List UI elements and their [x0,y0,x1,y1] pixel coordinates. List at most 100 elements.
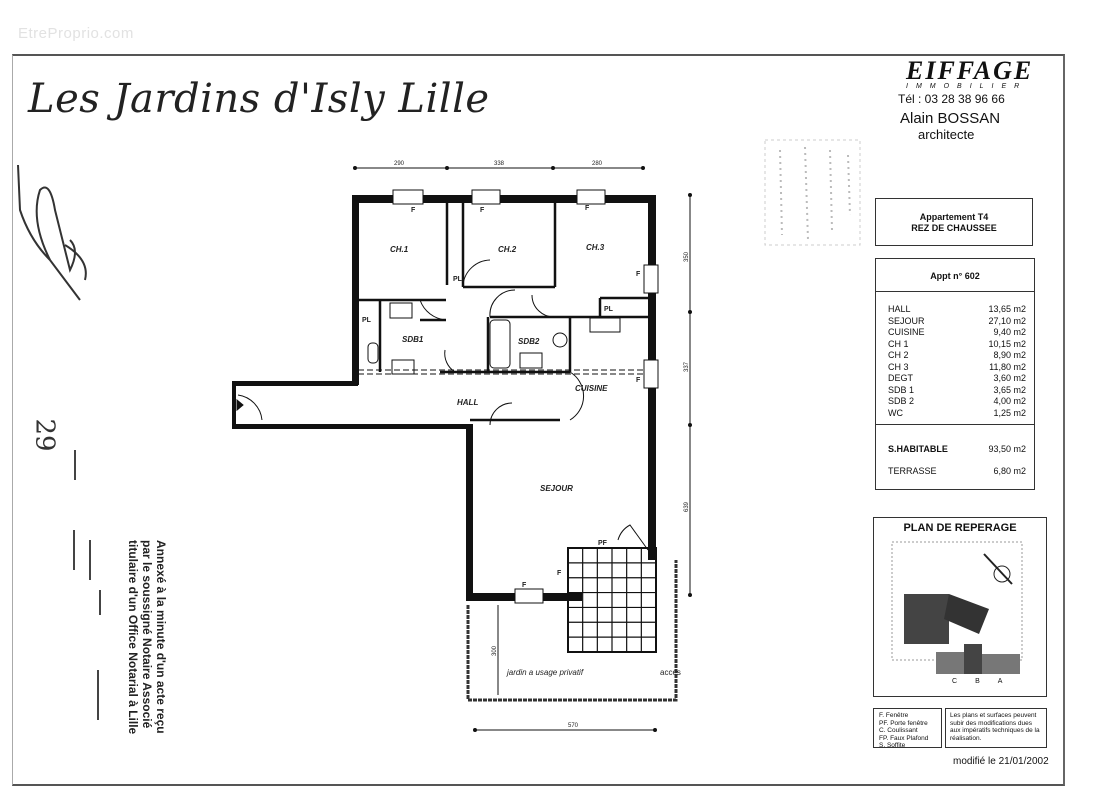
living-area-value: 93,50 m2 [988,444,1026,454]
brand-subtitle: IMMOBILIER [906,83,1028,90]
room-label-sdb2: SDB2 [518,337,540,346]
room-area-row: SEJOUR 27,10 m2 [876,316,1034,328]
room-name: SDB 1 [888,384,915,395]
f-mark: F [557,570,562,577]
room-label-ch2: CH.2 [498,245,517,254]
dimension-label: 350 [684,251,690,262]
site-plan-box: PLAN DE REPERAGE CBA [873,517,1047,697]
doors-fixtures [236,189,659,604]
room-area-row: DEGT 3,60 m2 [876,373,1034,385]
room-area: 27,10 m2 [988,315,1026,326]
wall-top [352,195,656,203]
site-plan-title: PLAN DE REPERAGE [903,522,1017,534]
pl-mark: PL [362,317,372,324]
room-area: 9,40 m2 [993,327,1026,337]
disclaimer-box: Les plans et surfaces peuvent subir des … [945,708,1047,748]
building-label: B [975,678,998,685]
room-label-sdb1: SDB1 [402,335,424,344]
room-label-ch1: CH.1 [390,245,409,254]
garden-label: jardin a usage privatif [506,668,584,677]
room-label-ch3: CH.3 [586,243,605,252]
room-area-row: HALL 13,65 m2 [876,304,1034,316]
page-frame [12,54,1065,786]
room-area-row: SDB 1 3,65 m2 [876,385,1034,397]
apartment-type-box: Appartement T4 REZ DE CHAUSSEE [875,198,1033,246]
dimension-label: 280 [592,161,603,167]
room-name: HALL [888,304,911,314]
room-area: 3,60 m2 [993,373,1026,383]
margin-marks [73,450,101,720]
room-area-list: HALL 13,65 m2 SEJOUR 27,10 m2 CUISINE 9,40 m2… [876,292,1034,425]
room-name: CH 3 [888,361,909,372]
apartment-floor: REZ DE CHAUSSEE [911,223,997,233]
room-area: 13,65 m2 [988,304,1026,314]
f-mark: F [636,271,641,278]
f-mark: F [636,377,641,384]
room-area-row: SDB 2 4,00 m2 [876,396,1034,408]
living-area-row: S.HABITABLE 93,50 m2 [876,438,1034,460]
room-name: CH 1 [888,338,909,349]
terrace-value: 6,80 m2 [993,466,1026,476]
f-mark: F [522,582,527,589]
f-mark: F [480,207,485,214]
room-name: WC [888,407,903,418]
brand-logo: EIFFAGE [906,56,1034,85]
watermark: EtreProprio.com [18,25,134,42]
dimension-label: 338 [494,161,505,167]
dimension-label: 337 [684,361,690,372]
legend-item: FP. Faux Plafond [879,734,929,742]
room-name: CH 2 [888,350,909,360]
room-name: SDB 2 [888,396,915,406]
phone: Tél : 03 28 38 96 66 [898,92,1005,106]
room-area: 8,90 m2 [993,350,1026,360]
room-area-row: WC 1,25 m2 [876,408,1034,420]
room-name: CUISINE [888,327,925,337]
dimension-label: 639 [684,501,690,512]
garden-hedge [466,560,678,702]
dimension-label: 300 [492,645,498,656]
architect-name: Alain BOSSAN [900,110,1001,127]
apartment-number: Appt n° 602 [876,259,1034,292]
modified-date: modifié le 21/01/2002 [953,756,1049,767]
pl-mark: PL [453,276,463,283]
room-name: DEGT [888,373,914,383]
legend-item: PF. Porte fenêtre [879,719,928,727]
building-label: A [997,678,1021,685]
f-mark: F [411,207,416,214]
room-area: 1,25 m2 [993,407,1026,418]
north-arrow-icon [983,553,1013,585]
wall-hall-top [232,381,358,386]
room-label-cuisine: CUISINE [575,384,608,393]
wall-left [352,195,359,385]
building-label: C [952,678,976,685]
room-label-hall: HALL [457,398,478,407]
dimension-label: 570 [568,723,579,729]
room-area: 4,00 m2 [993,396,1026,406]
faded-stamp [764,139,861,246]
wall-sejour-left [466,424,473,600]
living-area-label: S.HABITABLE [888,444,948,454]
legend-item: C. Coulissant [879,727,918,734]
dimension-label: 290 [394,161,405,167]
apartment-type: Appartement T4 [919,212,989,222]
site-plan-map [891,541,1023,674]
f-mark: F [585,205,590,212]
access-label: acces [660,668,681,677]
legend-box: F. Fenêtre PF. Porte fenêtre C. Coulissa… [873,708,942,749]
pl-mark: PL [604,306,614,313]
page-title: Les Jardins d'Isly Lille [28,76,490,122]
pf-mark: PF [598,540,608,547]
terrace-label: TERRASSE [888,466,937,476]
room-name: SEJOUR [888,315,925,326]
room-area-row: CH 2 8,90 m2 [876,350,1034,362]
architect-role: architecte [918,127,975,142]
interior-walls [358,203,648,422]
room-area-row: CUISINE 9,40 m2 [876,327,1034,339]
terrace-row: TERRASSE 6,80 m2 [876,460,1034,482]
legend-item: S. Soffite [879,742,906,749]
room-area: 3,65 m2 [993,384,1026,395]
